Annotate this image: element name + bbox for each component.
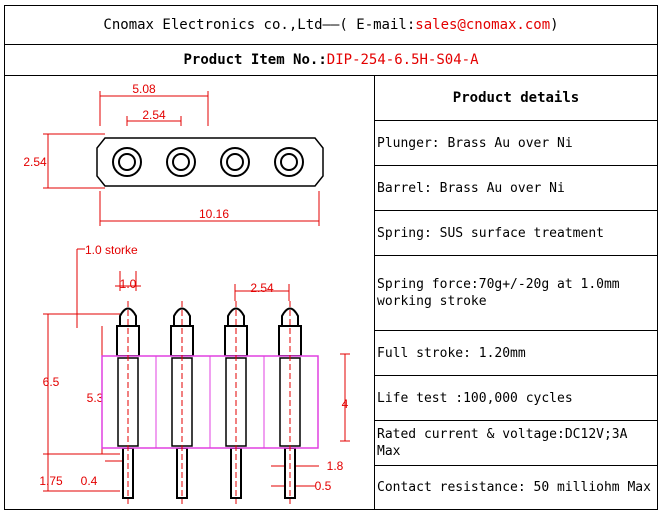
dim-height: 6.5: [43, 375, 60, 389]
dim-pitch-double: 5.08: [132, 82, 156, 96]
detail-contact-resistance: Contact resistance: 50 milliohm Max: [377, 480, 651, 495]
dim-pin-dia: 0.5: [315, 479, 332, 493]
top-view-dimensions: [43, 91, 320, 226]
product-item-row: Product Item No.: DIP-254-6.5H-S04-A: [5, 44, 657, 76]
detail-rated-current: Rated current & voltage:DC12V;3A Max: [375, 421, 657, 466]
item-number: DIP-254-6.5H-S04-A: [326, 51, 479, 68]
dim-stroke-note: 1.0 storke: [85, 243, 138, 257]
detail-life-test: Life test :100,000 cycles: [375, 376, 657, 421]
detail-plunger: Plunger: Brass Au over Ni: [375, 121, 657, 166]
dim-insulator: 4: [342, 397, 349, 411]
dim-body-height: 5.3: [87, 391, 104, 405]
detail-barrel: Barrel: Brass Au over Ni: [375, 166, 657, 211]
top-view-part: [96, 137, 324, 187]
product-details: Product details Plunger: Brass Au over N…: [375, 76, 657, 509]
dim-length: 10.16: [199, 207, 229, 221]
detail-spring-force: Spring force:70g+/-20g at 1.0mm working …: [375, 256, 657, 331]
dim-plunger-dia: 1.0: [120, 277, 137, 291]
company-header: Cnomax Electronics co.,Ltd——( E-mail: sa…: [5, 6, 657, 45]
email-link[interactable]: sales@cnomax.com: [415, 17, 551, 33]
dim-pitch: 2.54: [142, 108, 166, 122]
item-label: Product Item No.:: [183, 51, 327, 68]
dim-flange: 1.8: [327, 459, 344, 473]
detail-spring: Spring: SUS surface treatment: [375, 211, 657, 256]
insulator-dividers: [155, 356, 265, 448]
dim-tail-offset: 0.4: [81, 474, 98, 488]
centerlines: [127, 301, 291, 504]
detail-full-stroke: Full stroke: 1.20mm: [375, 331, 657, 376]
dim-width: 2.54: [23, 155, 47, 169]
details-title: Product details: [375, 76, 657, 121]
datasheet: Cnomax Electronics co.,Ltd——( E-mail: sa…: [4, 5, 658, 510]
drawing-svg: 5.08 2.54 2.54 10.16: [23, 82, 350, 504]
technical-drawing: 5.08 2.54 2.54 10.16: [5, 76, 375, 509]
dim-tail: 1.75: [39, 474, 63, 488]
dim-pitch-side: 2.54: [250, 281, 274, 295]
company-name: Cnomax Electronics co.,Ltd——( E-mail:: [103, 17, 416, 33]
header-close: ): [550, 17, 559, 33]
